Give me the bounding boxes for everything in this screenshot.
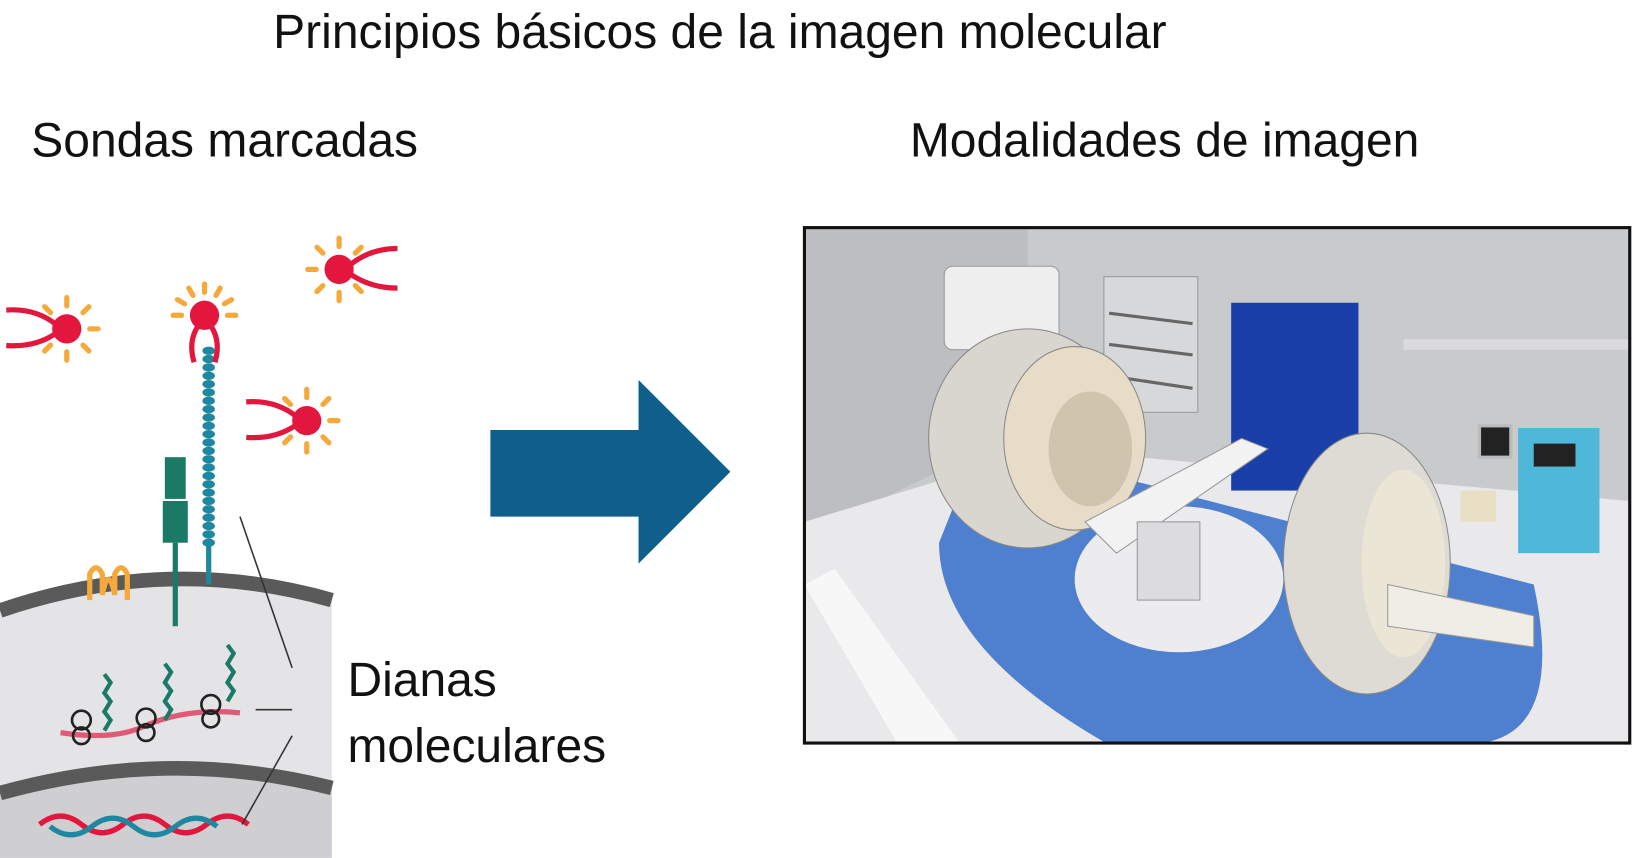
monitor	[1477, 424, 1513, 459]
probe-icon	[246, 386, 341, 455]
left-heading: Sondas marcadas	[31, 115, 418, 168]
target-label-line2: moleculares	[347, 720, 606, 773]
bead	[202, 354, 215, 364]
bead	[202, 530, 215, 539]
ribosome-icons	[70, 693, 222, 746]
probe-icon	[6, 294, 101, 363]
bead	[202, 521, 215, 531]
bead	[202, 438, 215, 447]
bead	[202, 430, 215, 439]
bead	[202, 346, 215, 355]
protein-chains	[101, 643, 237, 732]
right-heading: Modalidades de imagen	[910, 115, 1420, 168]
gpcr-receptor	[87, 565, 130, 601]
bead	[202, 379, 215, 389]
bead	[202, 413, 215, 422]
bead	[202, 471, 215, 481]
probe-icon	[305, 235, 398, 304]
bead	[202, 446, 215, 456]
diagram-title: Principios básicos de la imagen molecula…	[273, 6, 1166, 59]
bead-chain	[202, 346, 215, 547]
bead	[202, 455, 215, 464]
bead	[202, 371, 215, 380]
cell-illustration	[0, 346, 334, 858]
bead	[202, 513, 215, 522]
bead	[202, 396, 215, 406]
imaging-room-frame	[802, 226, 1632, 745]
bead	[202, 505, 215, 514]
probe-icon	[170, 281, 239, 363]
bead	[202, 488, 215, 497]
bead	[202, 388, 215, 397]
labeled-probes	[6, 235, 398, 455]
imaging-room-illustration	[802, 226, 1632, 745]
bead	[202, 496, 215, 506]
bead	[202, 405, 215, 414]
bead	[202, 363, 215, 372]
bead	[202, 480, 215, 489]
right-arrow-icon	[490, 379, 731, 564]
pointer-arrows	[239, 516, 293, 825]
cell-membrane	[0, 571, 334, 618]
dna-strand	[48, 815, 219, 838]
bead	[202, 463, 215, 472]
bead	[202, 421, 215, 431]
patient-table	[1084, 437, 1269, 554]
membrane-receptor	[162, 457, 188, 627]
nuclear-membrane	[0, 760, 334, 801]
target-label-line1: Dianas	[347, 654, 496, 707]
